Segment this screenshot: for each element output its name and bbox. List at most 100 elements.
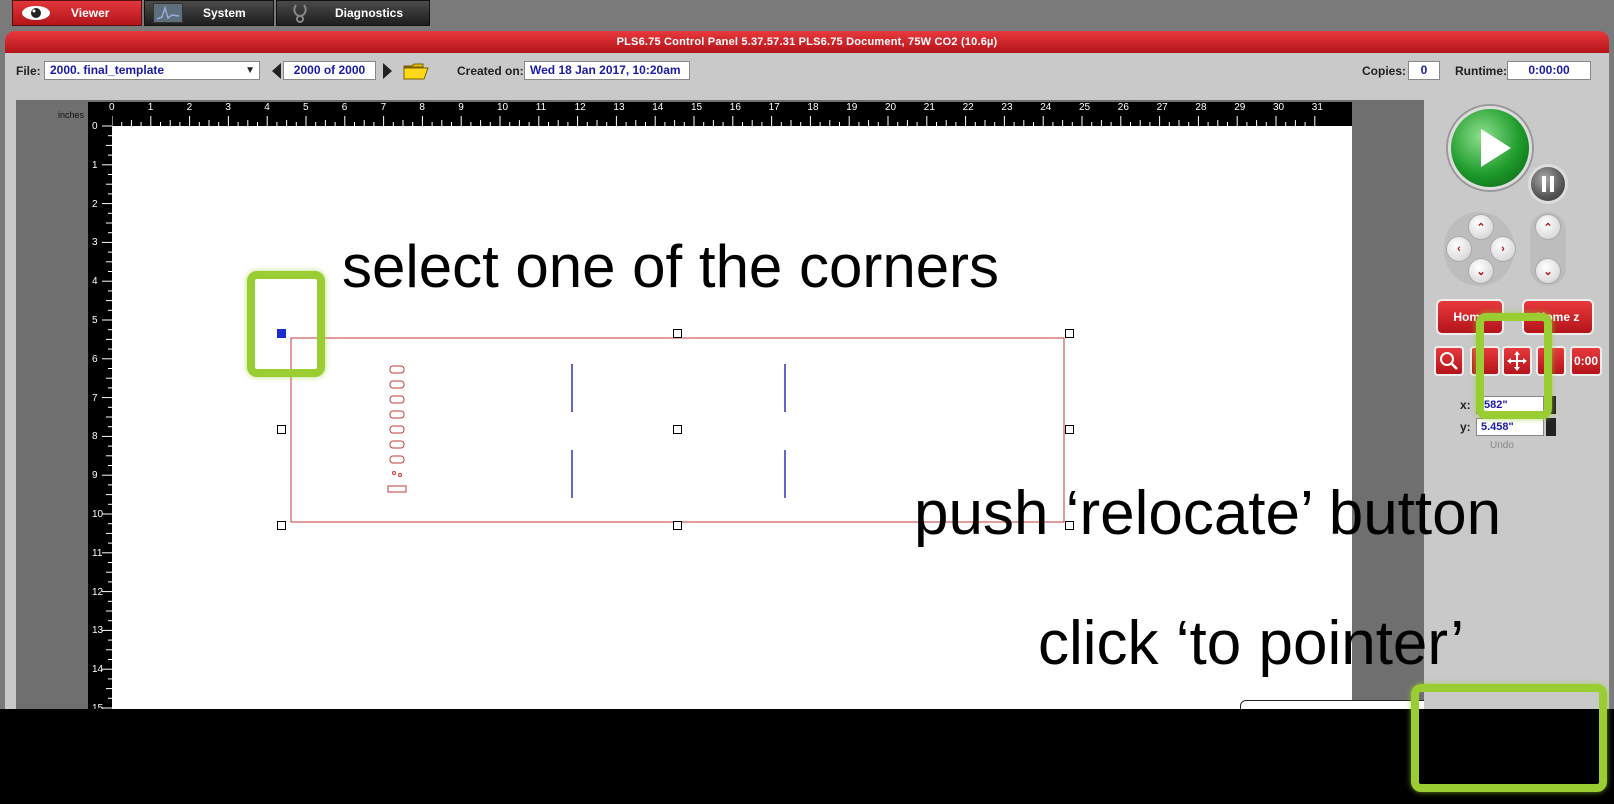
created-date: Wed 18 Jan 2017, 10:20am xyxy=(524,61,690,80)
relocate-button[interactable] xyxy=(1502,346,1532,376)
top-ruler-label: 14 xyxy=(652,102,664,113)
left-ruler-label: 0 xyxy=(92,121,98,132)
x-label: x: xyxy=(1460,398,1471,412)
left-ruler-label: 6 xyxy=(92,353,98,365)
top-ruler-label: 11 xyxy=(535,102,547,113)
top-ruler-label: 10 xyxy=(497,102,509,113)
top-ruler-label: 9 xyxy=(458,102,464,113)
document-counter: 2000 of 2000 xyxy=(283,61,376,80)
left-ruler-label: 4 xyxy=(92,276,98,288)
open-folder-icon[interactable] xyxy=(403,62,429,80)
top-ruler-label: 27 xyxy=(1156,102,1168,113)
magnifier-icon xyxy=(1440,352,1458,370)
created-label: Created on: xyxy=(457,64,524,78)
chevron-down-icon: ⌄ xyxy=(1543,265,1553,278)
selection-handle-bottom-right[interactable] xyxy=(1065,521,1074,530)
z-down-button[interactable]: ⌄ xyxy=(1535,258,1561,284)
play-button[interactable] xyxy=(1448,106,1532,190)
zoom-button[interactable] xyxy=(1434,346,1464,376)
top-ruler-label: 7 xyxy=(380,102,387,113)
highlight-relocate xyxy=(1476,313,1552,419)
chevron-left-icon: ‹ xyxy=(1457,243,1461,255)
top-ruler-label: 20 xyxy=(885,102,897,113)
top-ruler-label: 6 xyxy=(341,102,348,113)
chevron-down-icon: ▼ xyxy=(245,65,255,76)
top-ruler xyxy=(88,102,1352,126)
runtime-label: Runtime: xyxy=(1455,64,1507,78)
top-ruler-label: 8 xyxy=(419,102,425,113)
prev-document-button[interactable] xyxy=(272,63,281,79)
left-ruler-label: 14 xyxy=(92,664,104,676)
timer-button[interactable]: 0:00 xyxy=(1570,346,1602,376)
chevron-up-icon: ⌃ xyxy=(1543,221,1553,234)
chevron-up-icon: ⌃ xyxy=(1476,221,1486,234)
file-label: File: xyxy=(16,64,41,78)
top-ruler-label: 31 xyxy=(1311,102,1323,113)
top-ruler-label: 5 xyxy=(303,102,309,113)
jog-up-button[interactable]: ⌃ xyxy=(1468,214,1494,240)
top-ruler-label: 18 xyxy=(807,102,819,113)
undo-label[interactable]: Undo xyxy=(1490,440,1514,451)
top-ruler-label: 17 xyxy=(768,102,780,113)
pause-button[interactable] xyxy=(1528,164,1568,204)
top-ruler-label: 30 xyxy=(1273,102,1285,113)
title-bar: PLS6.75 Control Panel 5.37.57.31 PLS6.75… xyxy=(5,31,1609,53)
z-up-button[interactable]: ⌃ xyxy=(1535,214,1561,240)
left-ruler-label: 8 xyxy=(92,431,98,443)
tab-system[interactable]: System xyxy=(144,0,274,26)
selection-handle-middle-right[interactable] xyxy=(1065,425,1074,434)
top-ruler-label: 25 xyxy=(1079,102,1091,113)
y-spinner[interactable] xyxy=(1546,418,1556,436)
chevron-right-icon: › xyxy=(1501,243,1505,255)
left-ruler-label: 3 xyxy=(92,237,98,249)
left-ruler-label: 10 xyxy=(92,509,104,520)
work-area[interactable] xyxy=(112,126,1500,730)
left-ruler-label: 2 xyxy=(92,198,98,210)
file-select[interactable]: 2000. final_template ▼ xyxy=(44,61,260,80)
selection-handle-top-middle[interactable] xyxy=(673,329,682,338)
tab-viewer[interactable]: Viewer xyxy=(12,0,142,26)
tab-viewer-label: Viewer xyxy=(71,6,110,20)
top-ruler-label: 2 xyxy=(186,102,193,113)
top-ruler-label: 12 xyxy=(574,102,586,113)
selection-handle-bottom-middle[interactable] xyxy=(673,521,682,530)
tab-diagnostics-label: Diagnostics xyxy=(335,6,404,20)
y-coordinate-field[interactable]: 5.458" xyxy=(1476,418,1544,436)
jog-right-button[interactable]: › xyxy=(1490,236,1516,262)
top-ruler-label: 22 xyxy=(962,102,974,113)
y-label: y: xyxy=(1460,420,1471,434)
top-ruler-label: 19 xyxy=(846,102,858,113)
tab-system-label: System xyxy=(203,6,246,20)
chart-icon xyxy=(153,3,183,23)
top-ruler-label: 29 xyxy=(1234,102,1246,113)
stethoscope-icon xyxy=(285,3,315,23)
selection-handle-center[interactable] xyxy=(673,425,682,434)
selection-handle-top-right[interactable] xyxy=(1065,329,1074,338)
top-ruler-label: 0 xyxy=(109,102,115,113)
eye-icon xyxy=(21,3,51,23)
copies-field[interactable]: 0 xyxy=(1408,61,1440,80)
top-ruler-label: 24 xyxy=(1040,102,1052,113)
left-ruler-label: 11 xyxy=(92,547,103,559)
left-ruler-label: 9 xyxy=(92,470,98,482)
top-ruler-label: 26 xyxy=(1117,102,1129,113)
jog-down-button[interactable]: ⌄ xyxy=(1468,258,1494,284)
runtime-field: 0:00:00 xyxy=(1507,61,1591,80)
file-select-value: 2000. final_template xyxy=(50,63,165,77)
left-ruler-label: 1 xyxy=(92,159,98,171)
chevron-down-icon: ⌄ xyxy=(1476,265,1486,278)
move-arrows-icon xyxy=(1507,351,1527,371)
selection-handle-middle-left[interactable] xyxy=(277,425,286,434)
top-ruler-label: 16 xyxy=(729,102,741,113)
play-icon xyxy=(1481,129,1511,167)
selection-corner-handle-top-left[interactable] xyxy=(277,329,286,338)
next-document-button[interactable] xyxy=(383,63,392,79)
annotation-step2: push ‘relocate’ button xyxy=(914,479,1502,548)
copies-label: Copies: xyxy=(1362,64,1407,78)
annotation-step3: click ‘to pointer’ xyxy=(1038,609,1465,678)
left-ruler-label: 12 xyxy=(92,586,104,598)
tab-diagnostics[interactable]: Diagnostics xyxy=(276,0,430,26)
selection-handle-bottom-left[interactable] xyxy=(277,521,286,530)
tool-button-2[interactable] xyxy=(1470,346,1500,376)
jog-left-button[interactable]: ‹ xyxy=(1446,236,1472,262)
